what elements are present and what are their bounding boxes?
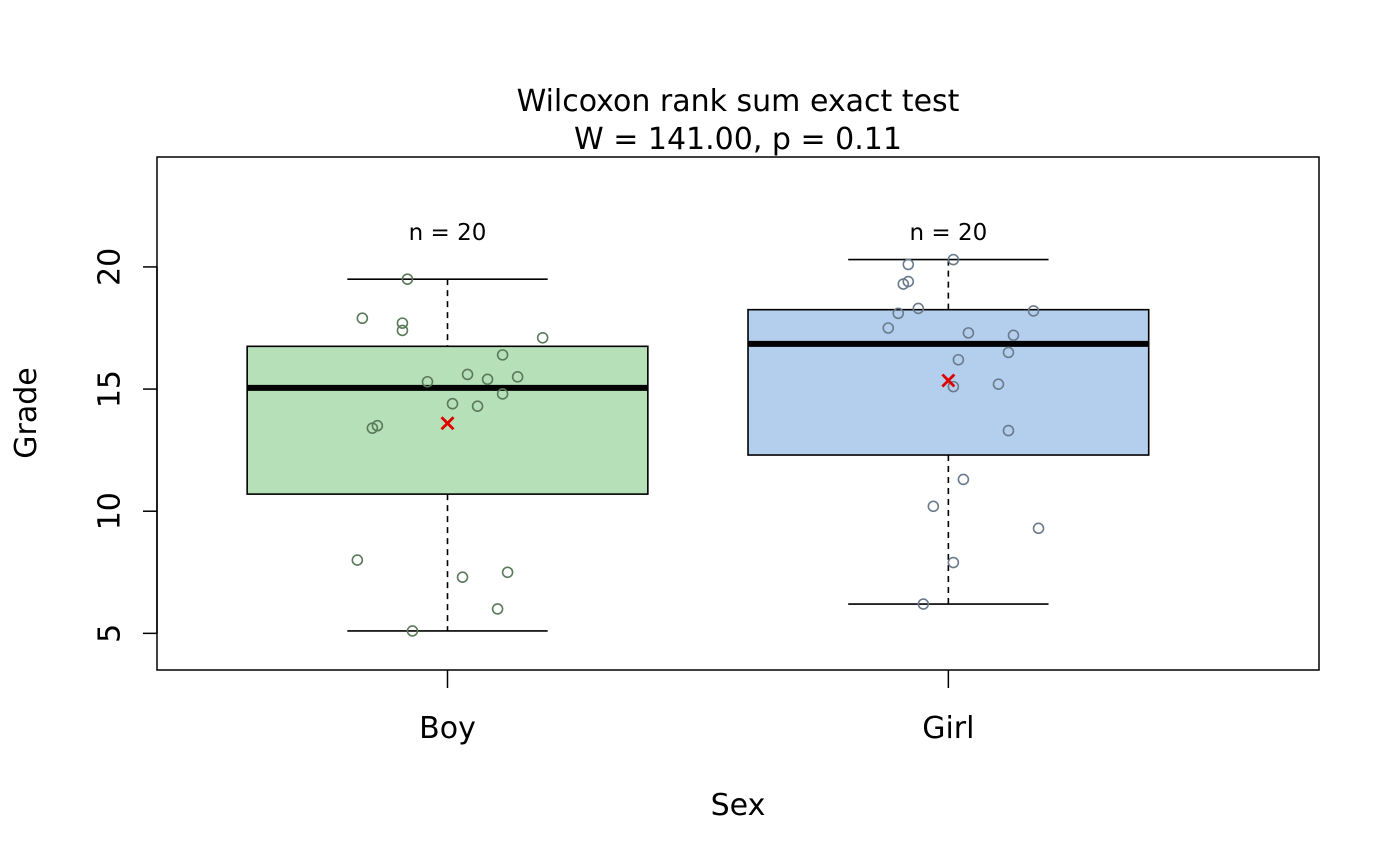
data-point-boy [536,331,549,344]
data-point-girl [1027,305,1040,317]
data-point-boy [421,375,434,388]
x-axis: Boy Girl [419,670,974,746]
mean-marker-stroke [440,416,455,431]
boxes-group: n = 20 n = 20 [246,220,1150,637]
data-point-girl [957,473,970,486]
y-axis-label: Grade [9,367,44,458]
data-point-boy [461,368,474,381]
data-point-boy [496,388,509,400]
data-point-girl [927,500,940,513]
data-point-boy [496,349,509,361]
data-point-girl [902,258,915,271]
data-point-boy [446,397,459,410]
chart-title: Wilcoxon rank sum exact test [517,84,960,119]
data-point-girl [947,253,960,266]
data-point-girl [1032,522,1045,535]
y-tick-label: 15 [93,370,128,408]
mean-marker-boy [440,416,455,431]
data-point-boy [491,603,504,615]
x-axis-label: Sex [711,788,766,823]
data-point-girl [917,598,930,610]
data-point-boy [366,422,379,434]
data-point-girl [952,353,965,366]
data-point-girl [1002,424,1015,437]
data-point-girl [1007,329,1020,342]
data-point-boy [401,273,414,285]
chart-subtitle: W = 141.00, p = 0.11 [574,122,902,157]
box-boy [246,345,649,495]
data-point-girl [912,302,925,315]
y-tick-label: 5 [93,624,128,643]
data-point-boy [501,566,514,579]
x-tick-label: Girl [922,711,974,746]
data-point-girl [947,556,960,569]
box-group-boy: n = 20 [246,220,649,637]
data-point-boy [471,400,484,412]
data-point-boy [456,571,469,583]
data-point-girl [992,378,1005,390]
y-axis: 5 10 15 20 [93,248,158,643]
n-label-boy: n = 20 [409,220,487,246]
y-tick-label: 10 [93,492,128,530]
box-group-girl: n = 20 [747,220,1150,610]
data-point-boy [356,312,369,325]
n-label-girl: n = 20 [909,220,987,246]
mean-marker-stroke [941,373,956,388]
data-point-boy [396,317,409,329]
data-point-girl [962,327,975,339]
data-point-boy [511,371,524,383]
data-point-girl [947,380,960,393]
data-point-girl [892,307,905,320]
data-point-boy [351,554,364,566]
data-point-girl [882,322,895,334]
data-point-girl [897,278,910,290]
data-point-boy [396,324,409,337]
data-point-girl [1002,346,1015,359]
data-point-boy [481,373,494,386]
data-point-boy [406,625,419,637]
y-tick-label: 20 [93,248,128,286]
x-tick-label: Boy [419,711,476,746]
mean-marker-girl [941,373,956,388]
